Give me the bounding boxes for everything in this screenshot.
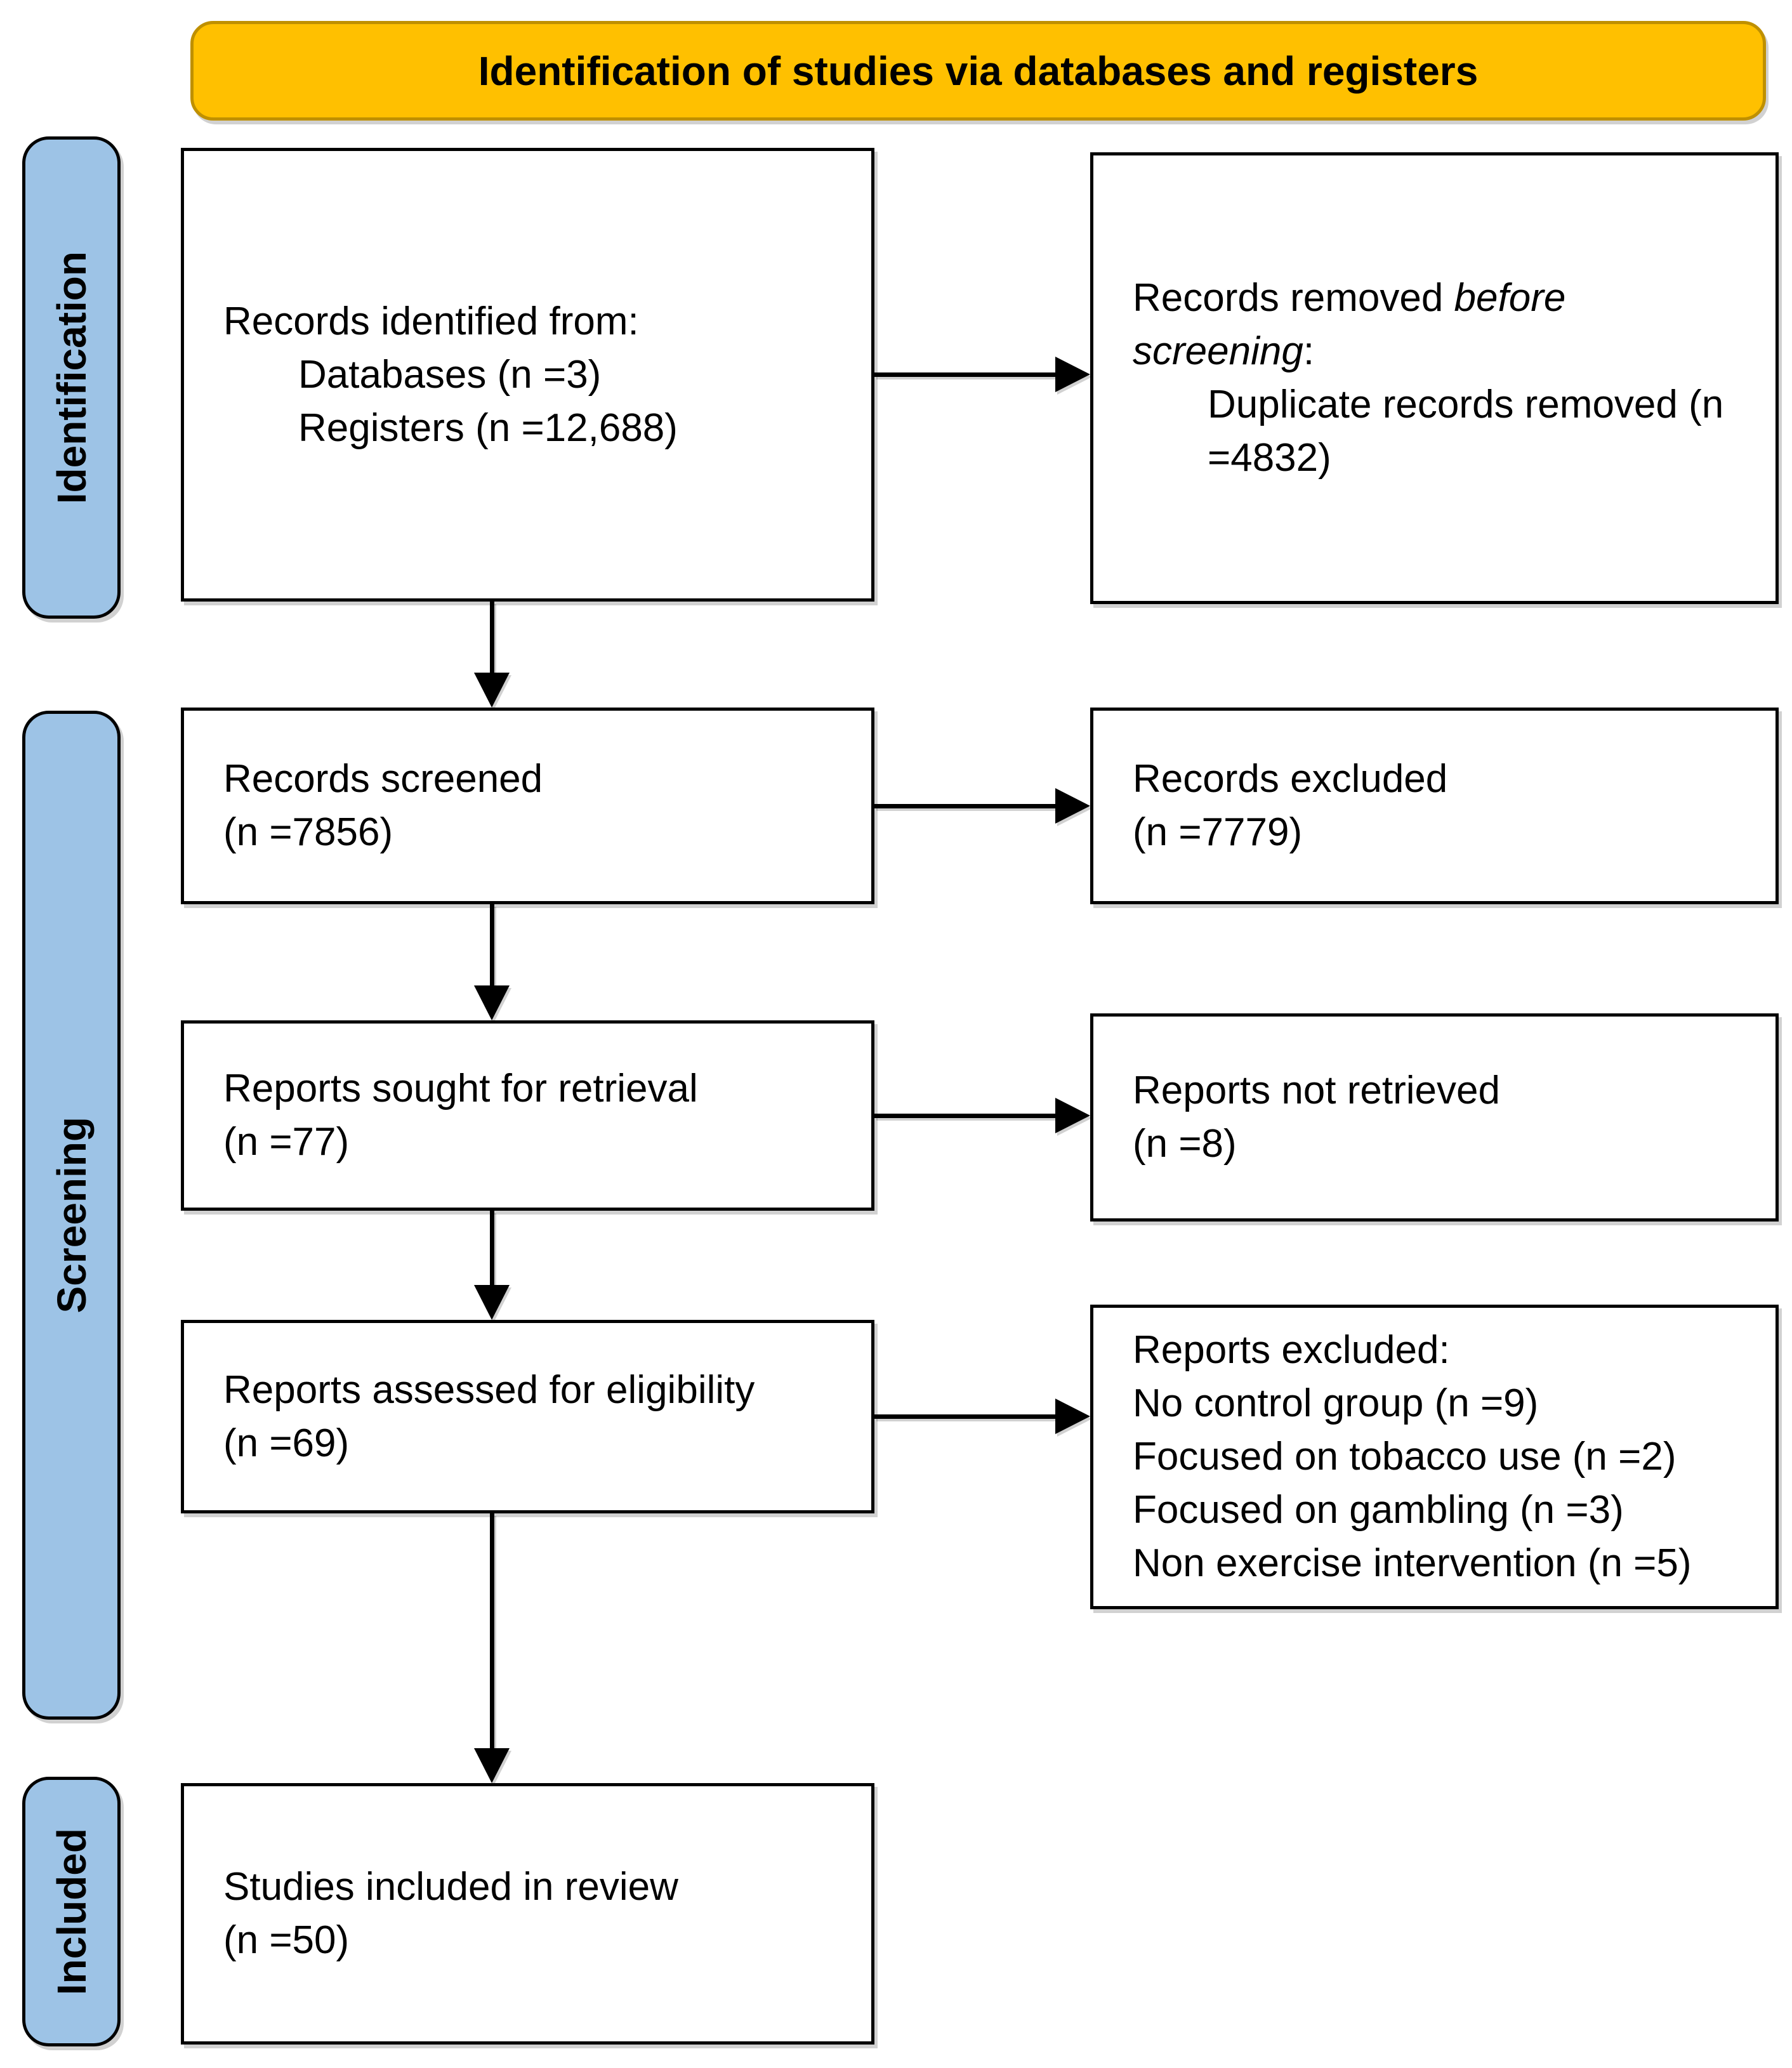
- reason-tobacco-use: Focused on tobacco use (n =2): [1133, 1435, 1677, 1479]
- arrow-right-screened-to-excluded: [874, 788, 1090, 824]
- stage-label-screening: Screening: [22, 711, 121, 1720]
- arrow-line: [490, 1513, 494, 1751]
- records-removed-line: Records removed before screening:: [1133, 272, 1672, 378]
- box-records-identified-text: Records identified from: Databases (n =3…: [184, 295, 871, 455]
- box-reports-not-retrieved: Reports not retrieved (n =8): [1090, 1013, 1779, 1222]
- arrow-head-down-icon: [474, 985, 510, 1020]
- arrow-right-assessed-to-reports-excluded: [874, 1399, 1090, 1434]
- stage-label-identification-text: Identification: [48, 251, 95, 504]
- arrow-down-assessed-to-included: [474, 1513, 510, 1783]
- records-screened-line: Records screened: [223, 757, 543, 801]
- box-records-screened-text: Records screened (n =7856): [184, 753, 871, 859]
- arrow-down-identified-to-screened: [474, 602, 510, 708]
- stage-label-included-text: Included: [48, 1828, 95, 1996]
- banner-identification-via-databases: Identification of studies via databases …: [190, 21, 1766, 121]
- stage-label-screening-text: Screening: [48, 1117, 95, 1314]
- arrow-right-identified-to-removed: [874, 357, 1090, 392]
- reports-assessed-count: (n =69): [223, 1421, 350, 1465]
- reports-assessed-line: Reports assessed for eligibility: [223, 1367, 755, 1412]
- box-reports-excluded-reasons: Reports excluded: No control group (n =9…: [1090, 1305, 1779, 1609]
- reason-no-control-group: No control group (n =9): [1133, 1381, 1539, 1425]
- reports-sought-line: Reports sought for retrieval: [223, 1067, 698, 1110]
- arrow-head-right-icon: [1055, 1399, 1090, 1434]
- box-reports-assessed-text: Reports assessed for eligibility (n =69): [184, 1364, 871, 1470]
- box-records-removed-text: Records removed before screening: Duplic…: [1093, 272, 1776, 485]
- arrow-head-right-icon: [1055, 357, 1090, 392]
- records-removed-seg2-italic: before screening: [1133, 276, 1566, 373]
- reports-sought-count: (n =77): [223, 1120, 350, 1164]
- arrow-right-sought-to-not-retrieved: [874, 1098, 1090, 1133]
- box-reports-assessed: Reports assessed for eligibility (n =69): [181, 1320, 874, 1513]
- studies-included-count: (n =50): [223, 1918, 350, 1962]
- box-studies-included: Studies included in review (n =50): [181, 1783, 874, 2045]
- banner-title: Identification of studies via databases …: [478, 48, 1479, 94]
- records-screened-count: (n =7856): [223, 810, 393, 854]
- arrow-line: [874, 1414, 1058, 1419]
- stage-label-included: Included: [22, 1777, 121, 2046]
- box-reports-not-retrieved-text: Reports not retrieved (n =8): [1093, 1064, 1776, 1171]
- box-reports-sought-text: Reports sought for retrieval (n =77): [184, 1062, 871, 1169]
- arrow-line: [874, 372, 1058, 377]
- arrow-line: [490, 1211, 494, 1288]
- reason-gambling: Focused on gambling (n =3): [1133, 1488, 1624, 1532]
- arrow-line: [490, 602, 494, 676]
- box-reports-sought: Reports sought for retrieval (n =77): [181, 1020, 874, 1211]
- arrow-line: [874, 1114, 1058, 1118]
- records-removed-seg1: Records removed: [1133, 276, 1454, 320]
- arrow-down-screened-to-sought: [474, 904, 510, 1020]
- box-records-excluded: Records excluded (n =7779): [1090, 708, 1779, 904]
- stage-label-identification: Identification: [22, 136, 121, 619]
- records-removed-seg3: :: [1303, 329, 1315, 373]
- arrow-line: [874, 804, 1058, 808]
- arrow-head-down-icon: [474, 673, 510, 708]
- duplicate-records-removed-line: Duplicate records removed (n =4832): [1208, 383, 1724, 480]
- arrow-head-right-icon: [1055, 1098, 1090, 1133]
- reports-not-retrieved-count: (n =8): [1133, 1122, 1237, 1166]
- records-identified-databases: Databases (n =3): [298, 352, 602, 397]
- arrow-head-right-icon: [1055, 788, 1090, 824]
- arrow-line: [490, 904, 494, 989]
- records-excluded-line: Records excluded: [1133, 757, 1448, 801]
- records-excluded-count: (n =7779): [1133, 810, 1303, 854]
- arrow-down-sought-to-assessed: [474, 1211, 510, 1320]
- box-studies-included-text: Studies included in review (n =50): [184, 1861, 871, 1967]
- box-records-screened: Records screened (n =7856): [181, 708, 874, 904]
- records-identified-line: Records identified from:: [223, 299, 639, 343]
- reason-non-exercise: Non exercise intervention (n =5): [1133, 1541, 1692, 1585]
- records-identified-registers: Registers (n =12,688): [298, 405, 678, 450]
- arrow-head-down-icon: [474, 1285, 510, 1320]
- studies-included-line: Studies included in review: [223, 1865, 678, 1909]
- reports-not-retrieved-line: Reports not retrieved: [1133, 1069, 1500, 1112]
- box-records-identified: Records identified from: Databases (n =3…: [181, 148, 874, 602]
- box-reports-excluded-reasons-text: Reports excluded: No control group (n =9…: [1093, 1324, 1776, 1590]
- reports-excluded-header: Reports excluded:: [1133, 1328, 1450, 1372]
- box-records-excluded-text: Records excluded (n =7779): [1093, 753, 1776, 859]
- arrow-head-down-icon: [474, 1748, 510, 1783]
- box-records-removed-before-screening: Records removed before screening: Duplic…: [1090, 152, 1779, 604]
